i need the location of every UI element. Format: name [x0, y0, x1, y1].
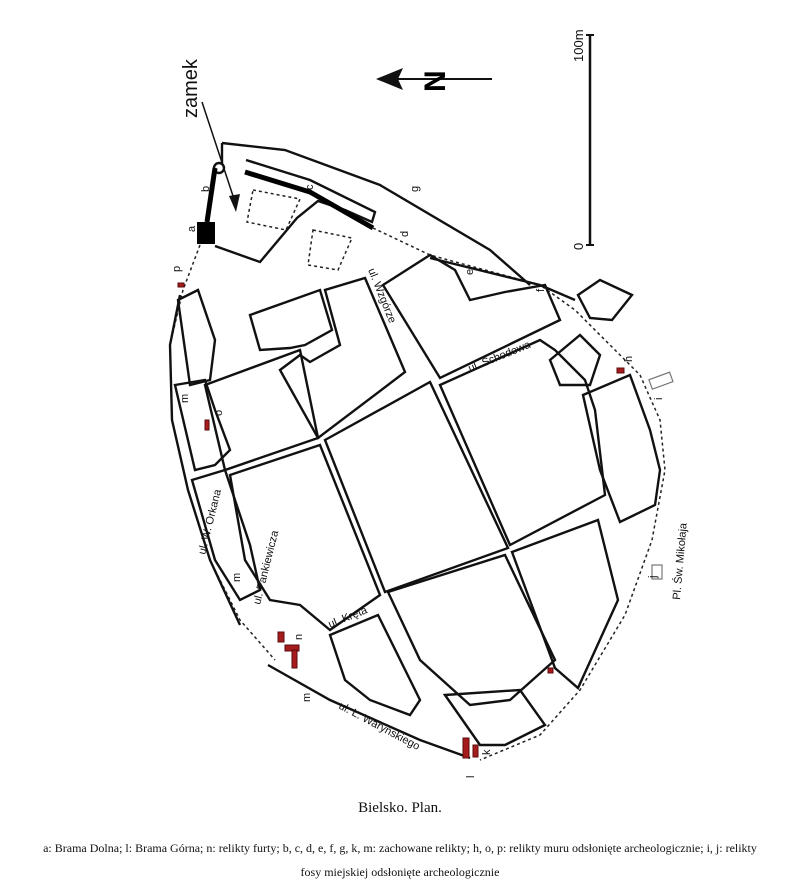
map-legend: a: Brama Dolna; l: Brama Górna; n: relik… [43, 841, 757, 879]
map-title: Bielsko. Plan. [358, 800, 442, 816]
north-arrow-icon: N [376, 68, 492, 92]
label-m-1: m [179, 394, 191, 403]
scale-bar: 0 100m [571, 29, 594, 250]
street-orkana: ul. W. Orkana [196, 487, 224, 555]
street-mikolaja: Pl. Św. Mikołaja [670, 522, 690, 601]
point-labels: a b c d e f g h i j k l m m m n o p [171, 184, 665, 778]
label-d: d [399, 231, 411, 237]
castle [197, 141, 531, 286]
relics [177, 282, 674, 759]
label-p: p [171, 266, 183, 272]
castle-label: zamek [180, 58, 202, 118]
scale-end-label: 100m [571, 29, 586, 62]
street-warynskiego: ul. L. Waryńskiego [337, 700, 422, 753]
town-plan-map: zamek N 0 100m [168, 29, 690, 778]
label-b: b [200, 186, 212, 192]
label-m-3: m [301, 693, 313, 702]
town-wall-line [169, 227, 666, 761]
castle-arrow [201, 101, 240, 212]
label-i: i [653, 398, 665, 400]
label-e: e [464, 269, 476, 275]
label-o: o [213, 410, 225, 416]
label-n: n [293, 634, 305, 640]
label-l: l [465, 776, 477, 778]
town-blocks [173, 253, 662, 747]
north-label: N [419, 70, 452, 92]
label-k: k [481, 749, 493, 755]
label-f: f [535, 288, 547, 292]
street-schodowa: ul. Schodowa [467, 339, 534, 375]
label-j: j [647, 576, 659, 579]
label-c: c [304, 184, 316, 190]
label-h: h [623, 356, 635, 362]
scale-start-label: 0 [571, 243, 586, 250]
label-g: g [409, 186, 421, 192]
label-m-2: m [231, 573, 243, 582]
label-a: a [186, 225, 198, 232]
